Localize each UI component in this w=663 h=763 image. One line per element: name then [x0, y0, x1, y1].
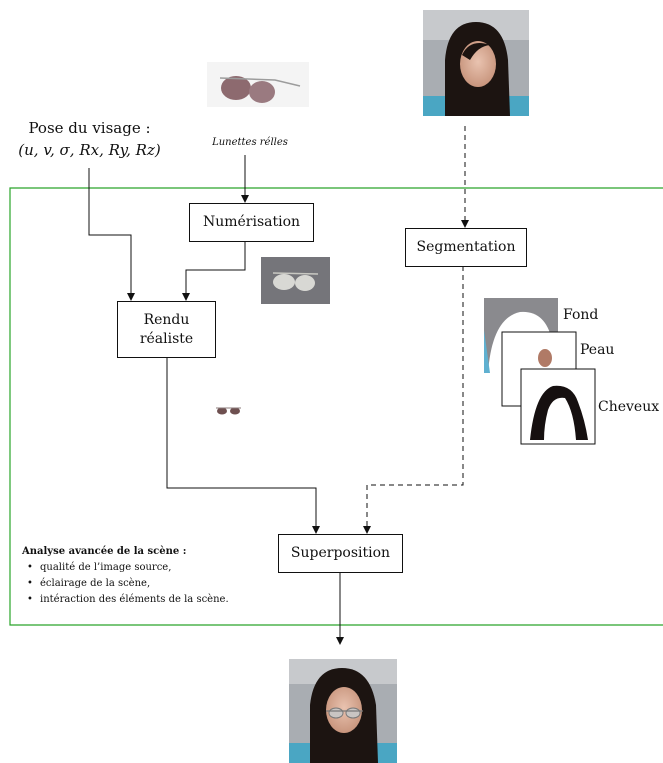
scene-analysis-title: Analyse avancée de la scène : [22, 546, 187, 557]
face-pose-params: (u, v, σ, Rx, Ry, Rz) [18, 140, 161, 159]
segmentation-box: Segmentation [405, 228, 527, 267]
input-photo [423, 10, 529, 116]
scene-analysis-list: qualité de l’image source, éclairage de … [22, 560, 229, 608]
real-glasses-caption: Lunettes rélles [212, 137, 288, 148]
scene-analysis-item: éclairage de la scène, [22, 576, 229, 592]
numerisation-box: Numérisation [189, 203, 314, 242]
face-pose-label: Pose du visage : (u, v, σ, Rx, Ry, Rz) [12, 118, 167, 162]
layer-cheveux-label: Cheveux [598, 399, 660, 415]
rendu-realiste-box: Rendu réaliste [117, 301, 216, 358]
segmentation-label: Segmentation [416, 239, 516, 256]
output-photo [289, 659, 397, 763]
digitized-glasses-image [261, 257, 330, 304]
connector-lines [88, 155, 344, 645]
scene-analysis-item: intéraction des éléments de la scène. [22, 592, 229, 608]
layer-cheveux-image [520, 368, 596, 445]
rendu-label-line2: réaliste [139, 330, 194, 347]
rendu-label-line1: Rendu [143, 311, 190, 328]
superposition-box: Superposition [278, 534, 403, 573]
superposition-label: Superposition [290, 545, 391, 562]
layer-peau-label: Peau [580, 342, 615, 358]
numerisation-label: Numérisation [202, 214, 301, 231]
scene-analysis-item: qualité de l’image source, [22, 560, 229, 576]
rendered-glasses-image [200, 385, 260, 437]
scene-analysis-notes: Analyse avancée de la scène : qualité de… [22, 544, 229, 608]
dashed-connectors [363, 126, 469, 534]
analysis-frame [9, 187, 663, 626]
face-pose-title: Pose du visage : [28, 119, 151, 137]
layer-fond-label: Fond [563, 307, 599, 323]
real-glasses-photo [207, 62, 309, 107]
